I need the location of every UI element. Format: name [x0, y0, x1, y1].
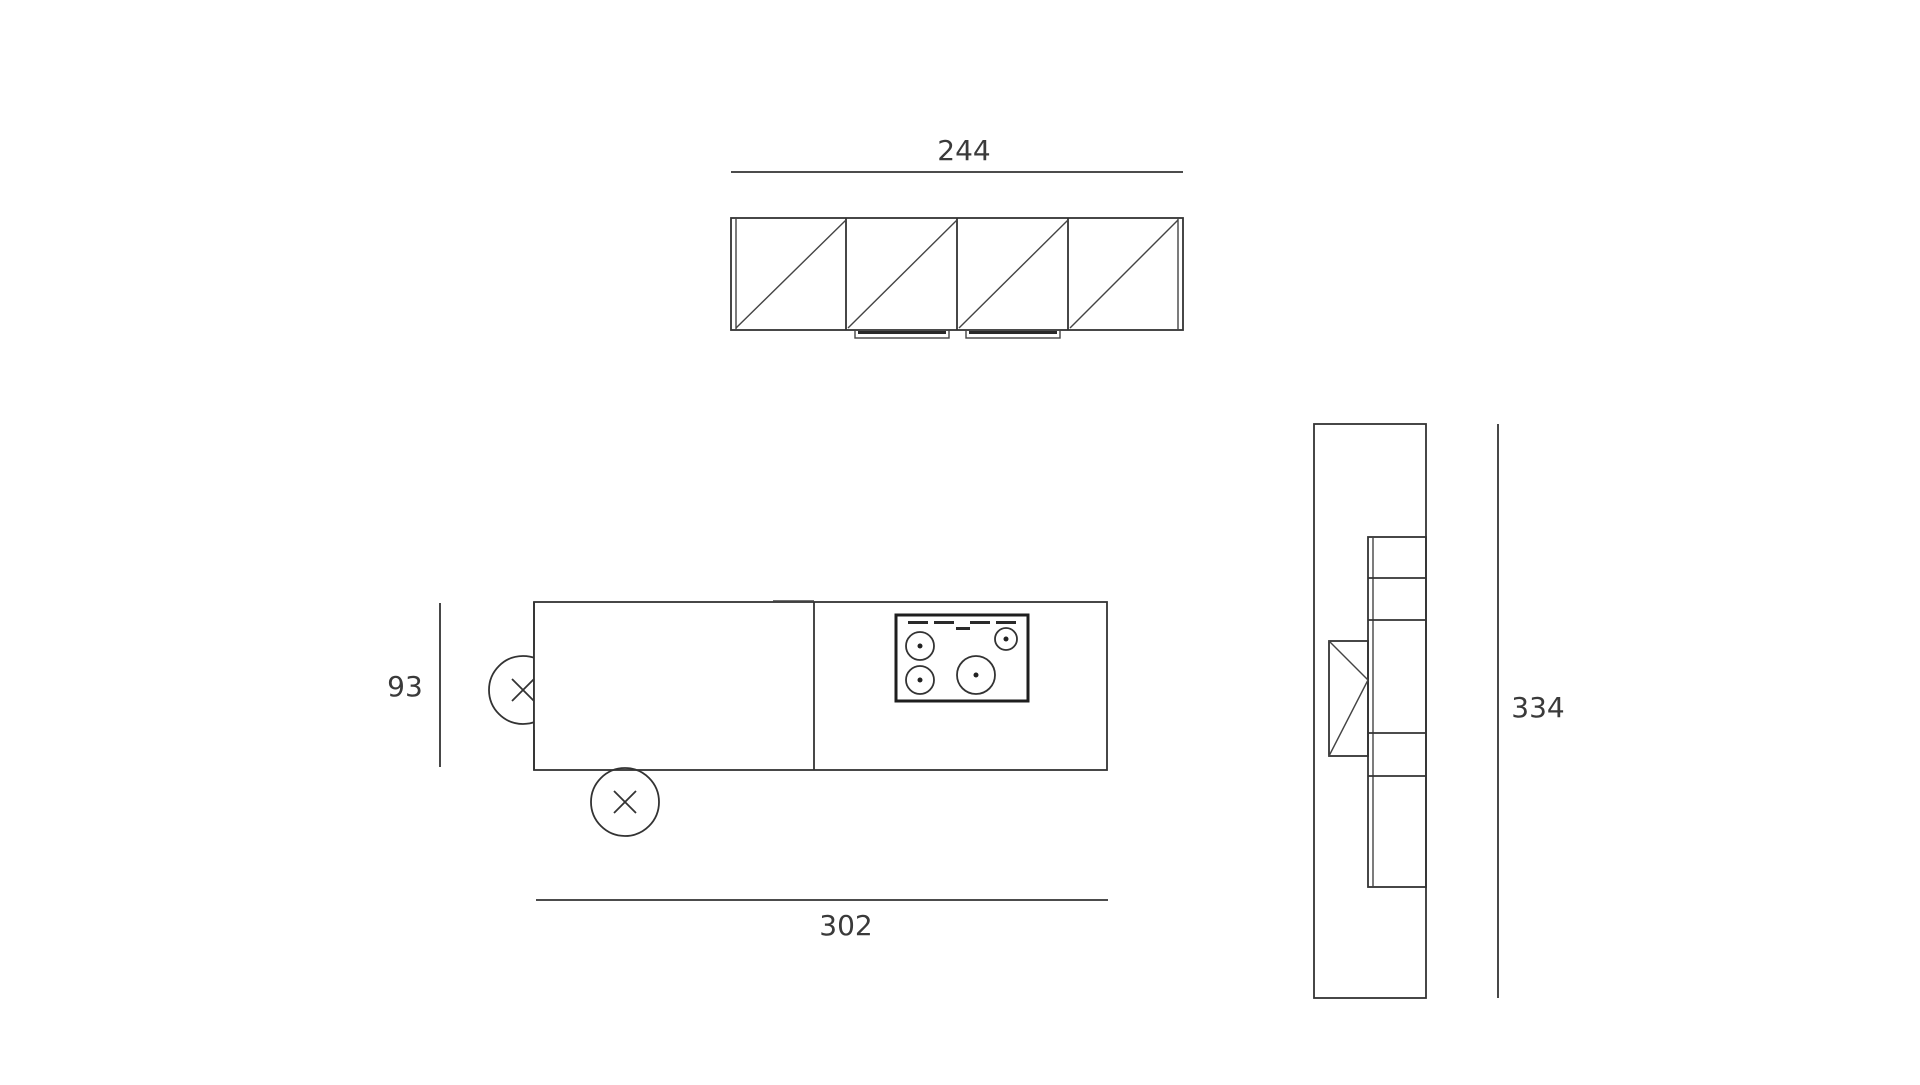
- stool-icon-bottom: [590, 767, 660, 837]
- door-swing-diagonal: [1069, 219, 1179, 329]
- shelf-column: [1367, 536, 1427, 888]
- burner-center: [973, 672, 979, 678]
- cooktop-frame: [894, 613, 1030, 703]
- cooktop-icon: [894, 613, 1030, 703]
- burner-center: [917, 643, 923, 649]
- door-swing-diagonal: [958, 219, 1069, 329]
- burner-center: [917, 677, 923, 683]
- hood-icon: [1328, 640, 1369, 757]
- stool-cross: [511, 678, 535, 702]
- handle-inner: [858, 331, 946, 334]
- burner-icon: [905, 665, 935, 695]
- control-mark: [970, 621, 990, 624]
- hood-diagonal: [1328, 679, 1369, 757]
- length-dimension-label: 302: [819, 909, 872, 942]
- control-mark: [996, 621, 1016, 624]
- burner-icon: [956, 655, 996, 695]
- control-mark: [908, 621, 928, 624]
- burner-icon: [994, 627, 1018, 651]
- control-mark: [956, 627, 970, 630]
- control-mark: [934, 621, 954, 624]
- burner-center: [1003, 636, 1009, 642]
- top-dimension-label: 244: [937, 134, 990, 167]
- door-swing-diagonal: [735, 219, 847, 329]
- cabinet-handles: [854, 329, 1061, 339]
- tall-unit-outline: [1313, 423, 1427, 999]
- side-elevation: 334: [1313, 423, 1565, 999]
- hood-diagonal: [1328, 640, 1369, 681]
- hood-outline: [1328, 640, 1369, 757]
- stool-seat: [590, 767, 660, 837]
- cabinet-doors: [735, 218, 1179, 330]
- island-outline: [533, 601, 1108, 771]
- stool-icon-left: [488, 602, 574, 770]
- island-plan: 93: [387, 600, 1108, 942]
- cooktop-controls: [908, 621, 1016, 630]
- handle: [965, 329, 1061, 339]
- wall-cabinet-elevation: 244: [730, 134, 1184, 339]
- stool-cross: [613, 790, 637, 814]
- handle-inner: [969, 331, 1057, 334]
- side-dimension-label: 334: [1511, 691, 1564, 724]
- door-swing-diagonal: [847, 219, 958, 329]
- stool-mask: [534, 650, 574, 730]
- depth-dimension-label: 93: [387, 670, 423, 703]
- burner-icon: [905, 631, 935, 661]
- handle: [854, 329, 950, 339]
